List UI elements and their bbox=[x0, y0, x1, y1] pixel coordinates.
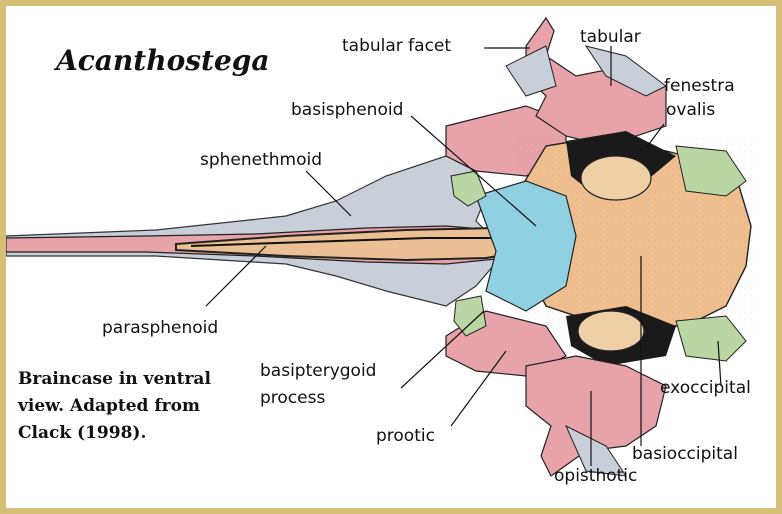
label-opisthotic: opisthotic bbox=[554, 466, 637, 486]
label-basisphenoid: basisphenoid bbox=[291, 100, 403, 120]
caption-line-2: view. Adapted from bbox=[18, 393, 253, 420]
label-ovalis: ovalis bbox=[666, 100, 715, 120]
label-fenestra: fenestra bbox=[664, 76, 735, 96]
label-basipterygoid: basipterygoid bbox=[260, 361, 376, 381]
caption-line-3: Clack (1998). bbox=[18, 420, 253, 447]
label-tabular-facet: tabular facet bbox=[342, 36, 451, 56]
label-sphenethmoid: sphenethmoid bbox=[200, 150, 322, 170]
label-basioccipital: basioccipital bbox=[632, 444, 738, 464]
diagram-panel: Acanthostega Braincase in ventral view. … bbox=[6, 6, 776, 508]
label-parasphenoid: parasphenoid bbox=[102, 318, 218, 338]
label-exoccipital: exoccipital bbox=[660, 378, 751, 398]
figure-caption: Braincase in ventral view. Adapted from … bbox=[18, 366, 253, 447]
label-tabular: tabular bbox=[580, 27, 641, 47]
diagram-title: Acanthostega bbox=[56, 44, 269, 77]
tabular-facet-grey bbox=[506, 46, 556, 96]
label-process: process bbox=[260, 388, 325, 408]
caption-line-1: Braincase in ventral bbox=[18, 366, 253, 393]
label-prootic: prootic bbox=[376, 426, 435, 446]
